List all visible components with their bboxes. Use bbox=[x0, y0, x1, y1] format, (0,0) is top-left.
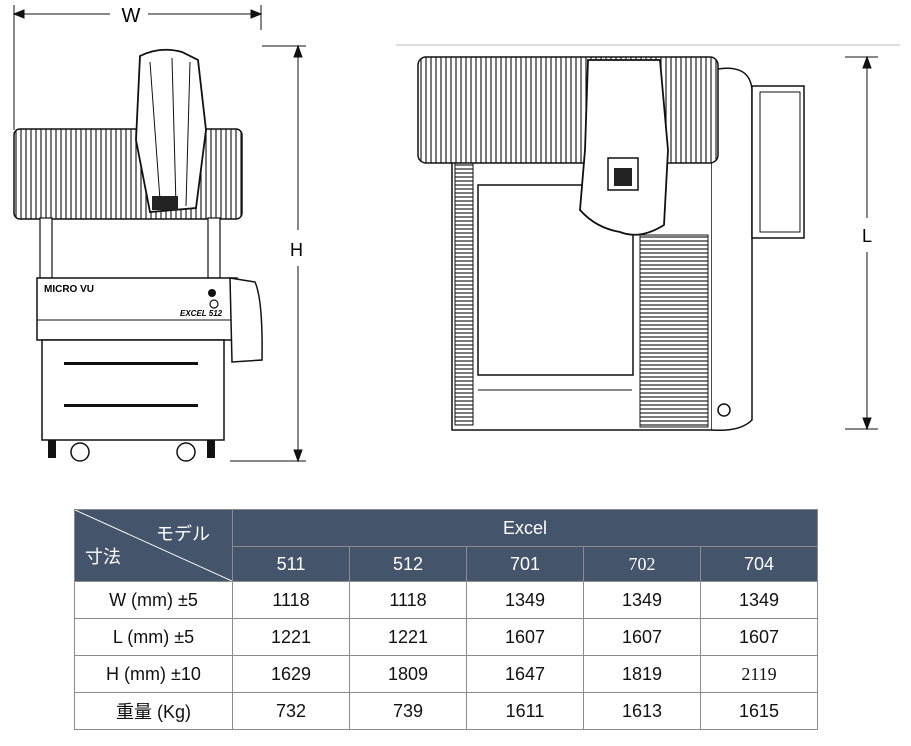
row-label: L (mm) ±5 bbox=[74, 618, 233, 656]
table-cell: 739 bbox=[349, 692, 467, 730]
model-header: 701 bbox=[466, 546, 584, 582]
model-marking: EXCEL 512 bbox=[180, 309, 223, 318]
table-cell: 1607 bbox=[699, 618, 819, 656]
brand-marking: MICRO VU bbox=[44, 284, 94, 295]
machine-drawings: W H MICRO VU EXCEL 512 bbox=[12, 5, 900, 463]
model-header: 511 bbox=[232, 546, 350, 582]
model-header: 702 bbox=[583, 546, 701, 582]
row-label: W (mm) ±5 bbox=[74, 581, 233, 619]
table-cell: 1629 bbox=[232, 655, 350, 693]
table-cell: 1349 bbox=[699, 581, 819, 619]
height-label: H bbox=[290, 240, 303, 260]
table-cell: 1349 bbox=[466, 581, 584, 619]
spec-table: モデル 寸法 Excel 511 512 701 702 704 W (mm) … bbox=[74, 509, 819, 730]
model-header: 704 bbox=[699, 546, 819, 582]
model-axis-label: モデル bbox=[156, 524, 210, 544]
table-row: 重量 (Kg) 732 739 1611 1613 1615 bbox=[74, 692, 819, 730]
model-header: 512 bbox=[349, 546, 467, 582]
table-cell: 1118 bbox=[349, 581, 467, 619]
height-dimension bbox=[230, 44, 306, 463]
length-dimension bbox=[845, 55, 878, 431]
table-cell: 732 bbox=[232, 692, 350, 730]
width-label: W bbox=[122, 5, 141, 27]
dimension-axis-label: 寸法 bbox=[85, 547, 121, 567]
table-cell: 1349 bbox=[583, 581, 701, 619]
table-cell: 1221 bbox=[232, 618, 350, 656]
table-row: L (mm) ±5 1221 1221 1607 1607 1607 bbox=[74, 618, 819, 656]
table-cell: 1221 bbox=[349, 618, 467, 656]
table-cell: 1607 bbox=[466, 618, 584, 656]
table-row: H (mm) ±10 1629 1809 1647 1819 2119 bbox=[74, 655, 819, 693]
table-cell: 1647 bbox=[466, 655, 584, 693]
row-label: 重量 (Kg) bbox=[74, 692, 233, 730]
diagonal-divider bbox=[75, 510, 232, 581]
table-cell: 1809 bbox=[349, 655, 467, 693]
table-cell: 1118 bbox=[232, 581, 350, 619]
corner-header: モデル 寸法 bbox=[74, 509, 233, 582]
table-row: W (mm) ±5 1118 1118 1349 1349 1349 bbox=[74, 581, 819, 619]
table-cell: 1607 bbox=[583, 618, 701, 656]
width-dimension bbox=[12, 5, 263, 130]
length-label: L bbox=[862, 226, 872, 246]
top-view: L bbox=[396, 44, 900, 432]
row-label: H (mm) ±10 bbox=[74, 655, 233, 693]
front-view: W H MICRO VU EXCEL 512 bbox=[12, 5, 306, 463]
table-cell: 1611 bbox=[466, 692, 584, 730]
table-cell: 1613 bbox=[583, 692, 701, 730]
table-cell: 1615 bbox=[699, 692, 819, 730]
group-header: Excel bbox=[231, 509, 819, 547]
table-cell: 2119 bbox=[699, 655, 819, 693]
table-cell: 1819 bbox=[583, 655, 701, 693]
